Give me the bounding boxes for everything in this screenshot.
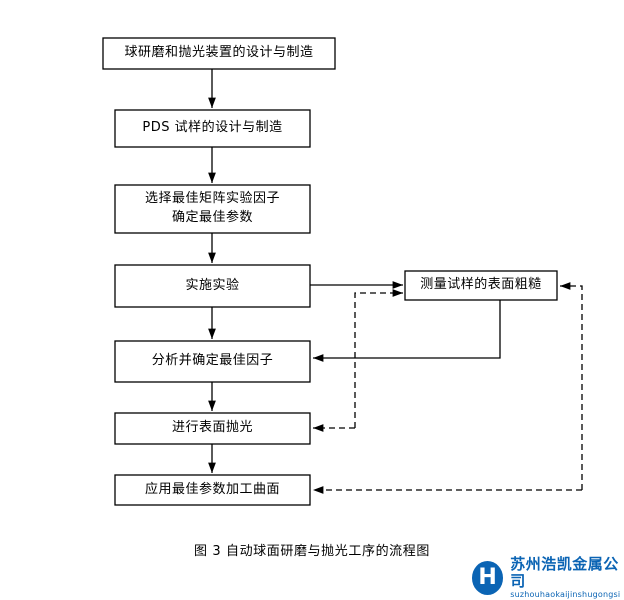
- company-logo-icon: H: [472, 560, 504, 595]
- watermark-logo: H 苏州浩凯金属公司 suzhouhaokaijinshugongsi: [472, 556, 624, 600]
- node-box-n5: [114, 340, 311, 383]
- node-box-n7: [114, 474, 311, 506]
- connector-n8-n5: [313, 300, 501, 362]
- watermark-text: 苏州浩凯金属公司 suzhouhaokaijinshugongsi: [510, 556, 624, 600]
- node-box-n8: [404, 270, 558, 301]
- node-box-n3: [114, 184, 311, 234]
- company-name-cn: 苏州浩凯金属公司: [510, 555, 619, 590]
- node-box-n1: [102, 37, 336, 70]
- connector-n7-n8-dashed: [560, 282, 583, 490]
- figure-caption: 图 3 自动球面研磨与抛光工序的流程图: [194, 544, 430, 559]
- node-box-n4: [114, 264, 311, 308]
- node-box-n6: [114, 412, 311, 445]
- node-box-n2: [114, 109, 311, 148]
- company-name-pinyin: suzhouhaokaijinshugongsi: [510, 590, 621, 599]
- connector-n6-n8-dashed: [354, 289, 403, 428]
